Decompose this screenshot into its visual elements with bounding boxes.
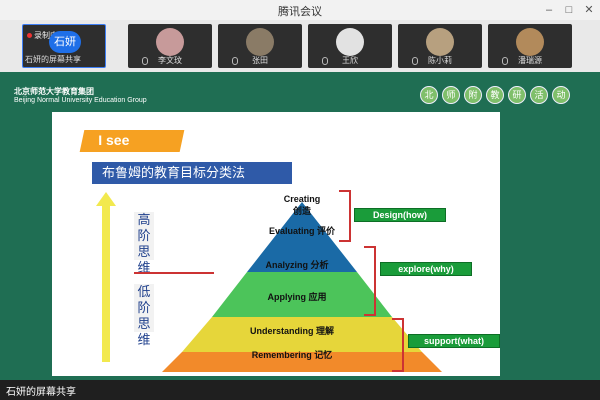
banner-chip: 附 <box>464 86 482 104</box>
minimize-button[interactable]: – <box>545 4 553 16</box>
mic-icon <box>322 57 328 65</box>
participant-name: 潘瑞源 <box>518 56 542 65</box>
banner-chip: 北 <box>420 86 438 104</box>
bracket-support <box>392 318 404 372</box>
slide-heading: 布鲁姆的教育目标分类法 <box>92 162 292 184</box>
participant-tile[interactable]: 李文玟 <box>128 24 212 68</box>
avatar: 石妍 <box>49 31 81 53</box>
participant-tile[interactable]: 王欣 <box>308 24 392 68</box>
bracket-design <box>339 190 351 242</box>
event-banner: 北 师 附 教 研 活 动 <box>420 86 570 104</box>
avatar <box>336 28 364 56</box>
avatar <box>516 28 544 56</box>
slide-tag: I see <box>79 130 185 152</box>
share-label: 石妍的屏幕共享 <box>25 55 81 64</box>
school-logo: 北京师范大学教育集团 Beijing Normal University Edu… <box>14 86 147 104</box>
banner-chip: 研 <box>508 86 526 104</box>
bottom-share-label: 石妍的屏幕共享 <box>6 387 76 398</box>
mic-icon <box>142 57 148 65</box>
banner-chip: 教 <box>486 86 504 104</box>
divider-line <box>134 272 214 274</box>
window-title: 腾讯会议 <box>278 6 322 18</box>
maximize-button[interactable]: □ <box>565 4 573 16</box>
pyramid-level-base <box>162 352 442 372</box>
close-button[interactable]: ✕ <box>584 4 594 16</box>
level-label-understanding: Understanding 理解 <box>249 326 335 336</box>
banner-chip: 活 <box>530 86 548 104</box>
label-design: Design(how) <box>354 208 446 222</box>
arrow-up <box>102 202 110 362</box>
level-label-remembering: Remembering 记忆 <box>251 350 333 360</box>
mic-icon <box>412 57 418 65</box>
participant-name: 李文玟 <box>158 56 182 65</box>
participant-strip: 录制中 石妍 石妍的屏幕共享 李文玟 张田 王欣 陈小莉 潘瑞源 <box>0 20 600 72</box>
participant-tile[interactable]: 潘瑞源 <box>488 24 572 68</box>
participant-name: 张田 <box>252 56 268 65</box>
level-label-analyzing: Analyzing 分析 <box>265 260 329 270</box>
left-label-low: 低阶思维 <box>134 284 154 347</box>
shared-screen: 北京师范大学教育集团 Beijing Normal University Edu… <box>0 72 600 380</box>
bloom-pyramid <box>162 202 442 372</box>
level-label-evaluating: Evaluating 评价 <box>268 226 336 236</box>
participant-self[interactable]: 录制中 石妍 石妍的屏幕共享 <box>22 24 106 68</box>
bottom-bar: 石妍的屏幕共享 <box>0 380 600 400</box>
mic-icon <box>232 57 238 65</box>
bracket-explore <box>364 246 376 316</box>
label-support: support(what) <box>408 334 500 348</box>
arrow-head <box>96 192 116 206</box>
participant-tile[interactable]: 张田 <box>218 24 302 68</box>
left-label-high: 高阶思维 <box>134 212 154 275</box>
avatar <box>426 28 454 56</box>
banner-subtitle: Beijing Normal University Education Grou… <box>14 97 147 104</box>
banner-chip: 师 <box>442 86 460 104</box>
participant-tile[interactable]: 陈小莉 <box>398 24 482 68</box>
participant-name: 陈小莉 <box>428 56 452 65</box>
avatar <box>246 28 274 56</box>
banner-title: 北京师范大学教育集团 <box>14 87 94 96</box>
recording-indicator: 录制中 <box>27 30 58 41</box>
participant-name: 王欣 <box>342 56 358 65</box>
mic-icon <box>502 57 508 65</box>
label-explore: explore(why) <box>380 262 472 276</box>
pyramid-level-top <box>247 202 357 272</box>
avatar <box>156 28 184 56</box>
level-label-applying: Applying 应用 <box>267 292 327 302</box>
pyramid-level-low <box>182 317 422 352</box>
pyramid-level-mid <box>212 272 392 317</box>
banner-chip: 动 <box>552 86 570 104</box>
title-bar: 腾讯会议 – □ ✕ <box>0 0 600 21</box>
